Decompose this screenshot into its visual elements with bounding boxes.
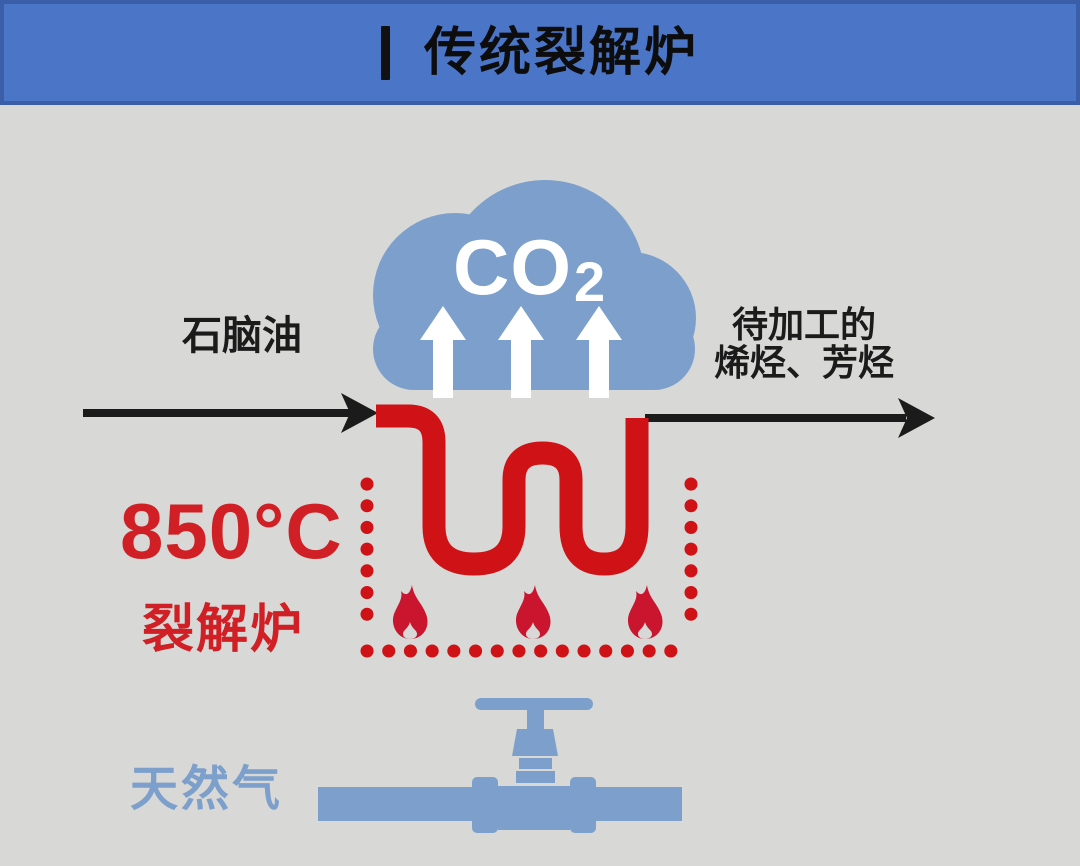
furnace-dotted-border — [360, 477, 698, 658]
gas-pipe-valve-icon — [318, 698, 682, 833]
up-arrow-icon — [498, 306, 544, 398]
header-banner: 传统裂解炉 — [0, 0, 1080, 105]
up-arrow-icon — [420, 306, 466, 398]
products-label-line2: 烯烃、芳烃 — [713, 342, 894, 383]
co2-label: CO 2 — [453, 223, 605, 311]
naphtha-label: 石脑油 — [182, 314, 302, 358]
flame-icon — [515, 585, 551, 639]
flame-icon — [627, 585, 663, 639]
products-label: 待加工的 烯烃、芳烃 — [704, 306, 904, 382]
co2-label-main: CO — [453, 223, 572, 311]
furnace-label: 裂解炉 — [142, 601, 305, 659]
co2-label-subscript: 2 — [574, 250, 606, 313]
page-title: 传统裂解炉 — [423, 23, 699, 82]
up-arrow-icon — [576, 306, 622, 398]
input-flow-arrow — [83, 393, 378, 433]
temperature-label: 850°C — [120, 487, 343, 575]
products-label-line1: 待加工的 — [731, 304, 876, 345]
output-flow-arrow — [645, 398, 935, 438]
natural-gas-label: 天然气 — [130, 763, 284, 816]
title-bar-icon — [380, 25, 390, 80]
burner-flames — [392, 585, 663, 639]
flame-icon — [392, 585, 428, 639]
cracking-coil-pipe — [376, 404, 649, 576]
